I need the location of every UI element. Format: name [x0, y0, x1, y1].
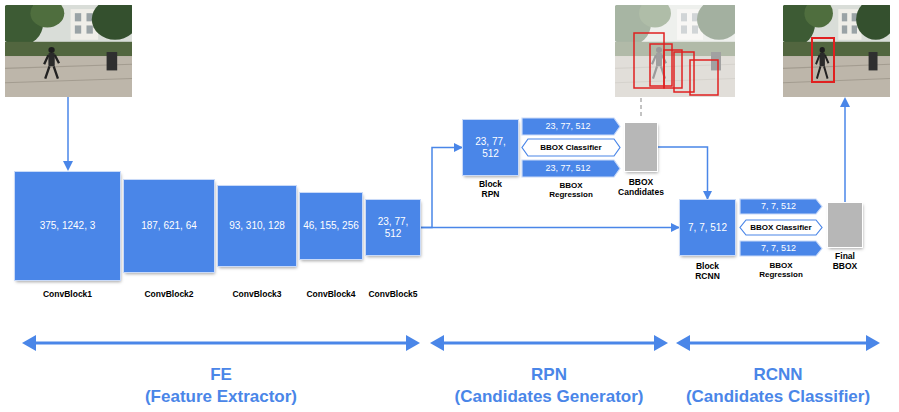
- box-text: 7, 7, 512: [761, 243, 796, 253]
- connector-arrow: [420, 148, 463, 228]
- regression-arrow: 23, 77, 512: [522, 118, 620, 135]
- band-head: [406, 335, 420, 351]
- input-photo: [0, 0, 138, 97]
- band-head: [676, 335, 690, 351]
- final-box: Final BBOX: [828, 203, 862, 247]
- box-text: BBOX Classifier: [750, 223, 811, 232]
- regression-arrow: 23, 77, 512: [522, 160, 620, 177]
- text-cell: 7, 7, 512: [683, 200, 732, 255]
- block-name: ConvBlock2: [129, 290, 209, 300]
- box-text: 7, 7, 512: [688, 222, 727, 234]
- output-arrow-line: [844, 106, 846, 202]
- block-name: BBOX Candidates: [614, 178, 668, 198]
- box-text: 46, 155, 256: [303, 220, 359, 232]
- box-text: BBOX Classifier: [540, 143, 601, 152]
- text-cell: 187, 621, 64: [127, 180, 211, 272]
- block-name: Block RPN: [471, 180, 511, 200]
- conv-block: 375, 1242, 3ConvBlock1: [15, 172, 120, 280]
- box-text: 23, 77, 512: [545, 121, 590, 131]
- box-text: 23, 77, 512: [466, 136, 515, 159]
- regression-arrow: 7, 7, 512: [740, 199, 822, 214]
- photo-fade: [615, 5, 735, 97]
- text-cell: 23, 77, 512: [525, 160, 611, 177]
- band-line: [34, 342, 408, 345]
- candidates-box: BBOX Candidates: [625, 123, 657, 171]
- text-cell: 23, 77, 512: [466, 120, 515, 175]
- group-label: BBOX Regression: [544, 181, 598, 199]
- shape-outline: [522, 139, 620, 156]
- stage-subtitle: (Candidates Generator): [431, 387, 667, 407]
- text-cell: 23, 77, 512: [525, 118, 611, 135]
- band-line: [688, 342, 868, 345]
- connector-arrow: [420, 227, 680, 229]
- shape-outline: [522, 118, 620, 135]
- stage-title: RCNN: [668, 365, 888, 385]
- input-arrow-line: [67, 97, 69, 162]
- text-cell: 93, 310, 128: [221, 186, 293, 266]
- block-name: ConvBlock3: [221, 290, 293, 300]
- band-head: [654, 335, 668, 351]
- regression-arrow: 7, 7, 512: [740, 241, 822, 256]
- text-cell: BBOX Classifier: [746, 220, 816, 235]
- group-label: BBOX Regression: [754, 261, 808, 279]
- conv-block: 23, 77, 512ConvBlock5: [366, 200, 420, 255]
- shape-outline: [740, 220, 822, 235]
- text-cell: 23, 77, 512: [369, 200, 417, 255]
- box-text: 23, 77, 512: [369, 216, 417, 239]
- box-text: 23, 77, 512: [545, 163, 590, 173]
- text-cell: 7, 7, 512: [743, 199, 814, 214]
- box-text: 7, 7, 512: [761, 201, 796, 211]
- band-line: [442, 342, 656, 345]
- text-cell: 46, 155, 256: [303, 193, 359, 259]
- connector-arrow: [657, 147, 708, 200]
- box-text: 93, 310, 128: [229, 220, 285, 232]
- output-photo: [776, 0, 895, 97]
- stage-title: FE: [101, 365, 341, 385]
- block-name: Final BBOX: [825, 252, 865, 272]
- candidate-box: [690, 60, 718, 95]
- block-name: ConvBlock5: [365, 290, 421, 300]
- shape-outline: [522, 160, 620, 177]
- conv-block: 46, 155, 256ConvBlock4: [300, 193, 362, 259]
- rcnn-block: 7, 7, 512Block RCNN: [680, 200, 735, 255]
- candidate-box: [674, 52, 694, 92]
- text-cell: 375, 1242, 3: [18, 172, 117, 280]
- conv-block: 187, 621, 64ConvBlock2: [124, 180, 214, 272]
- rpn-block: 23, 77, 512Block RPN: [463, 120, 518, 175]
- input-arrow-head: [63, 161, 73, 171]
- text-cell: 7, 7, 512: [743, 241, 814, 256]
- candidate-boxes: [634, 33, 718, 95]
- classifier-arrow: BBOX Classifier: [522, 139, 620, 156]
- block-name: ConvBlock1: [28, 290, 108, 300]
- candidate-box: [664, 50, 682, 88]
- candidate-box: [634, 33, 664, 88]
- band-head: [430, 335, 444, 351]
- classifier-arrow: BBOX Classifier: [740, 220, 822, 235]
- band-head: [22, 335, 36, 351]
- stage-subtitle: (Feature Extractor): [101, 387, 341, 407]
- dashed-leader: [640, 98, 642, 119]
- shape-outline: [740, 199, 822, 214]
- stage-bands: [22, 335, 880, 351]
- box-text: 187, 621, 64: [141, 220, 197, 232]
- text-cell: BBOX Classifier: [530, 139, 612, 156]
- box-text: 375, 1242, 3: [40, 220, 96, 232]
- block-name: Block RCNN: [688, 262, 728, 282]
- stage-title: RPN: [431, 365, 667, 385]
- conv-block: 93, 310, 128ConvBlock3: [218, 186, 296, 266]
- output-arrow-head: [840, 97, 850, 107]
- candidates-photo: [607, 0, 741, 97]
- final-box: [812, 38, 834, 82]
- block-name: ConvBlock4: [301, 290, 361, 300]
- shape-outline: [740, 241, 822, 256]
- band-head: [866, 335, 880, 351]
- stage-subtitle: (Candidates Classifier): [668, 387, 888, 407]
